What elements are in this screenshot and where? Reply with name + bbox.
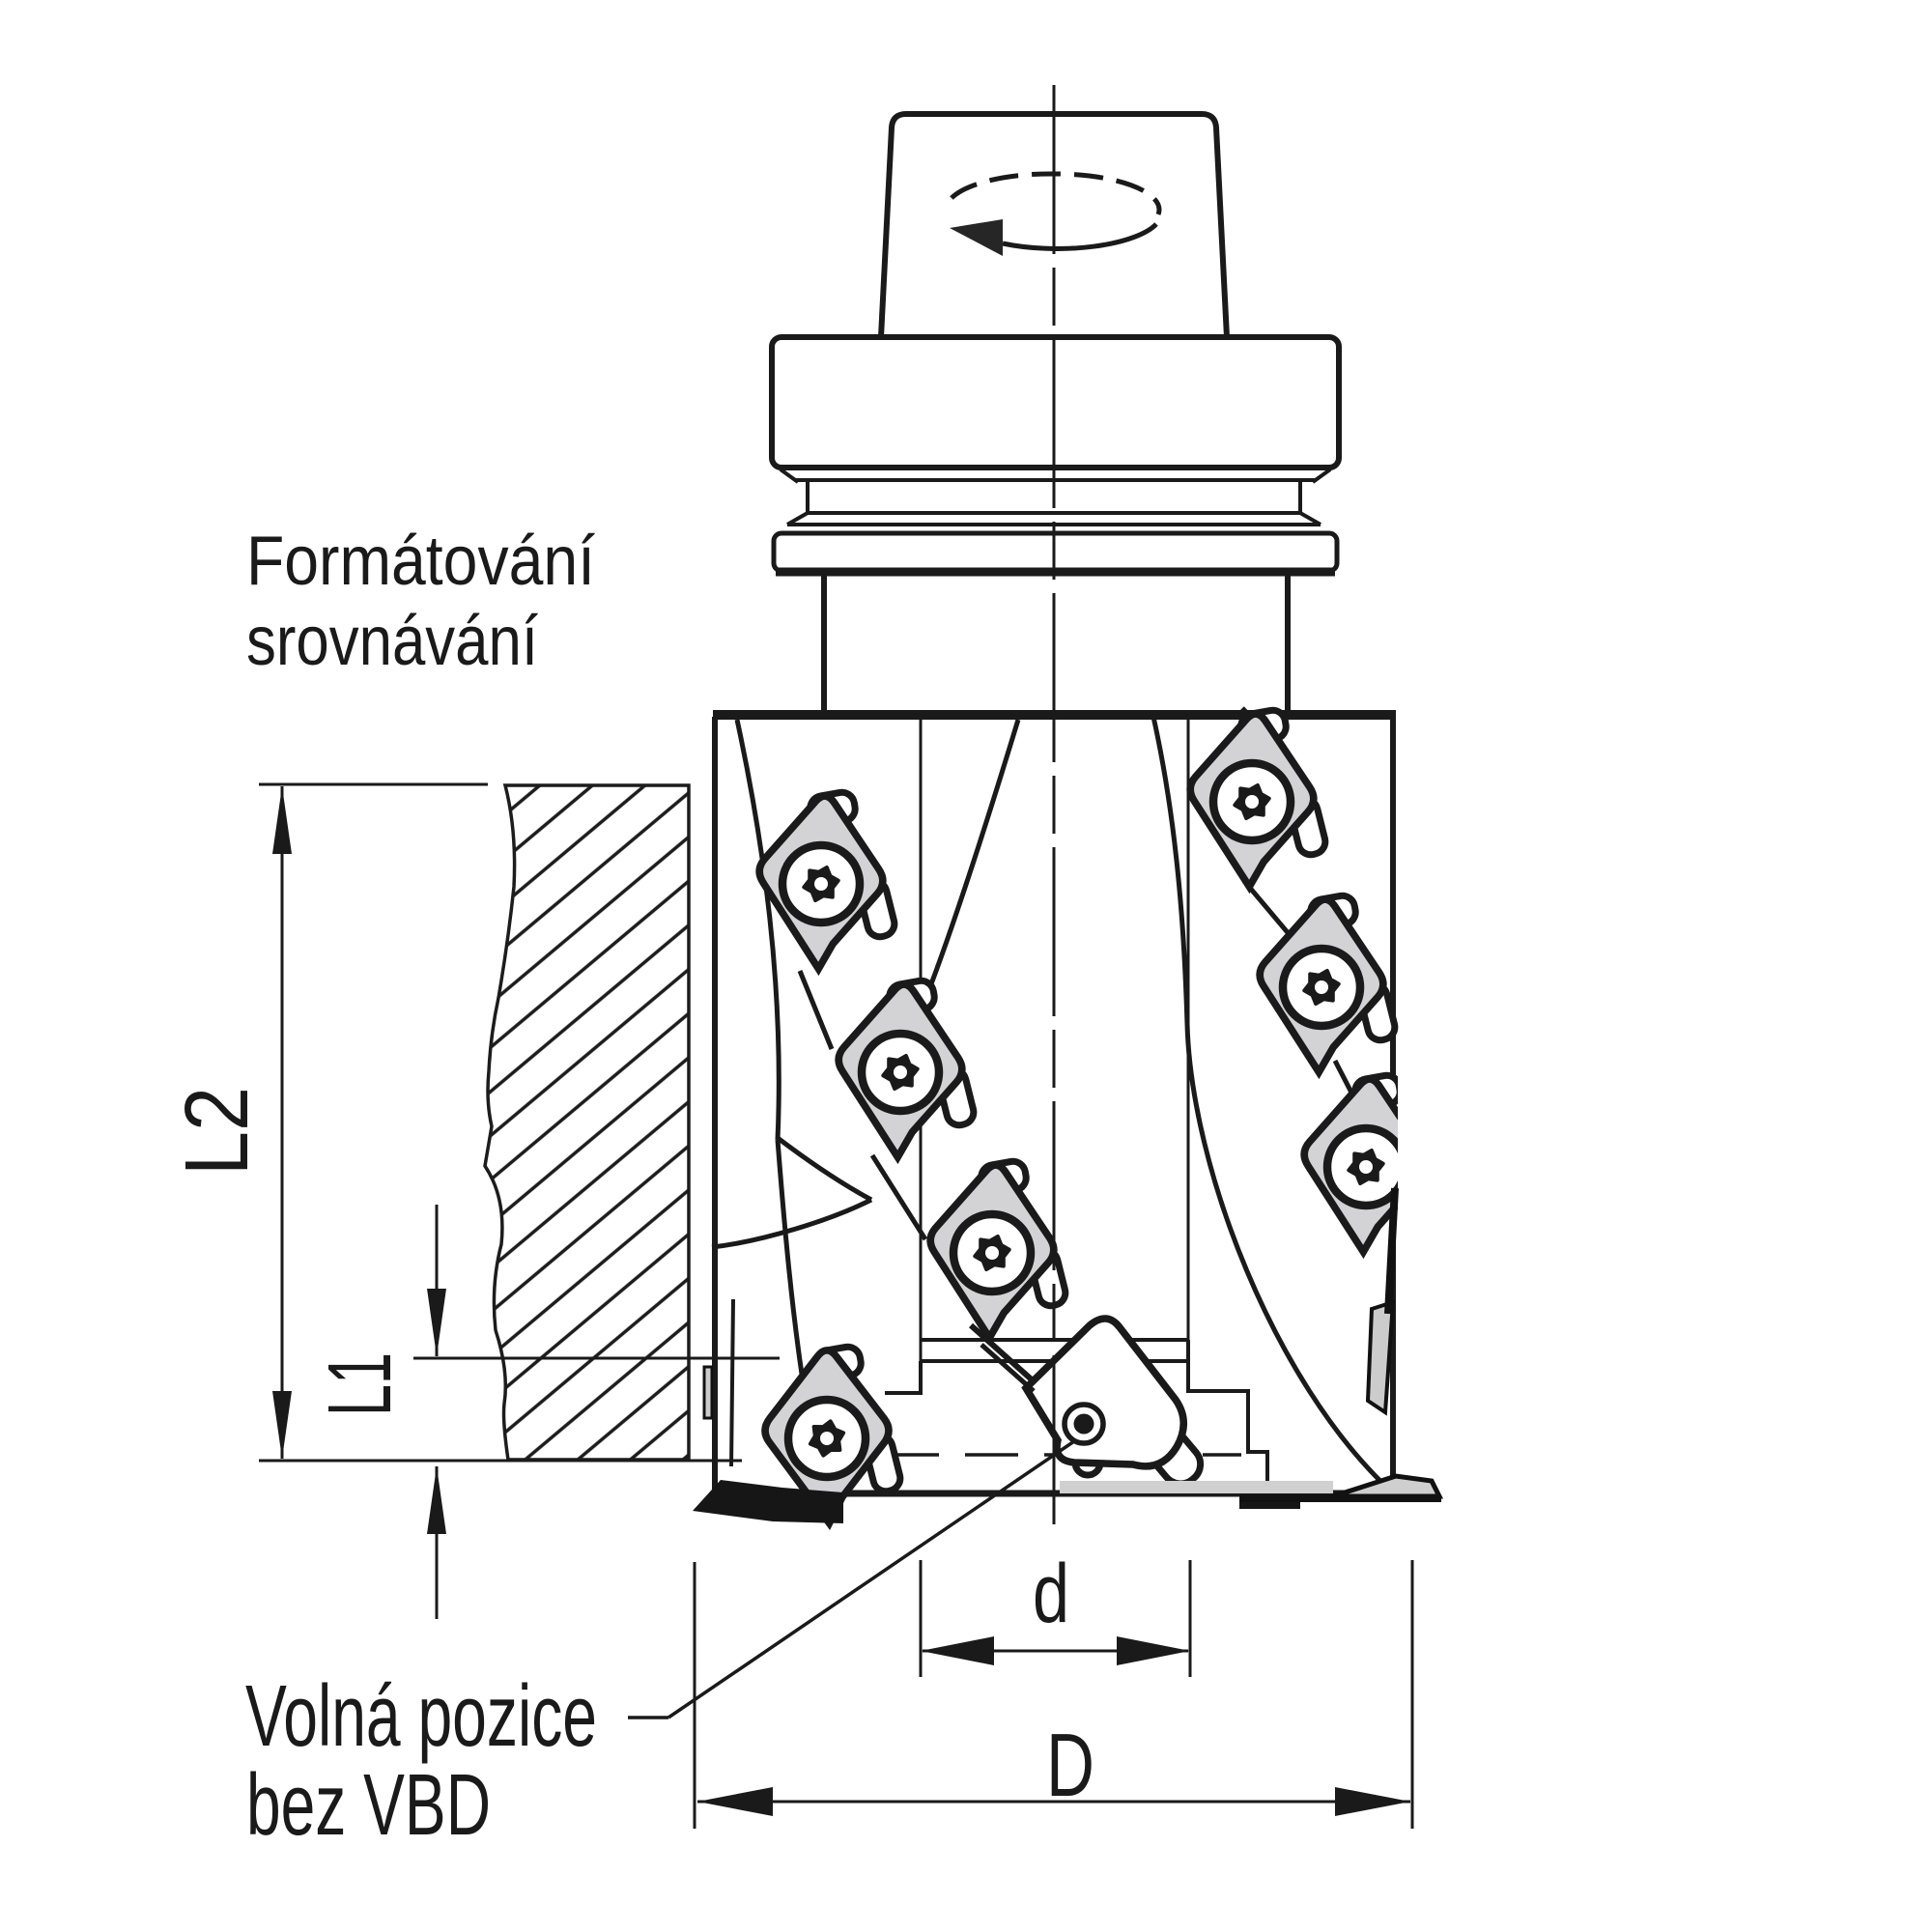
svg-text:L2: L2 bbox=[166, 1087, 267, 1176]
svg-text:D: D bbox=[1046, 1715, 1094, 1815]
svg-text:srovnávání: srovnávání bbox=[246, 603, 538, 680]
svg-text:bez VBD: bez VBD bbox=[246, 1757, 491, 1854]
svg-text:Formátování: Formátování bbox=[246, 523, 595, 600]
svg-text:L1: L1 bbox=[309, 1352, 410, 1416]
svg-text:Volná pozice: Volná pozice bbox=[245, 1668, 597, 1765]
svg-text:d: d bbox=[1033, 1548, 1069, 1640]
